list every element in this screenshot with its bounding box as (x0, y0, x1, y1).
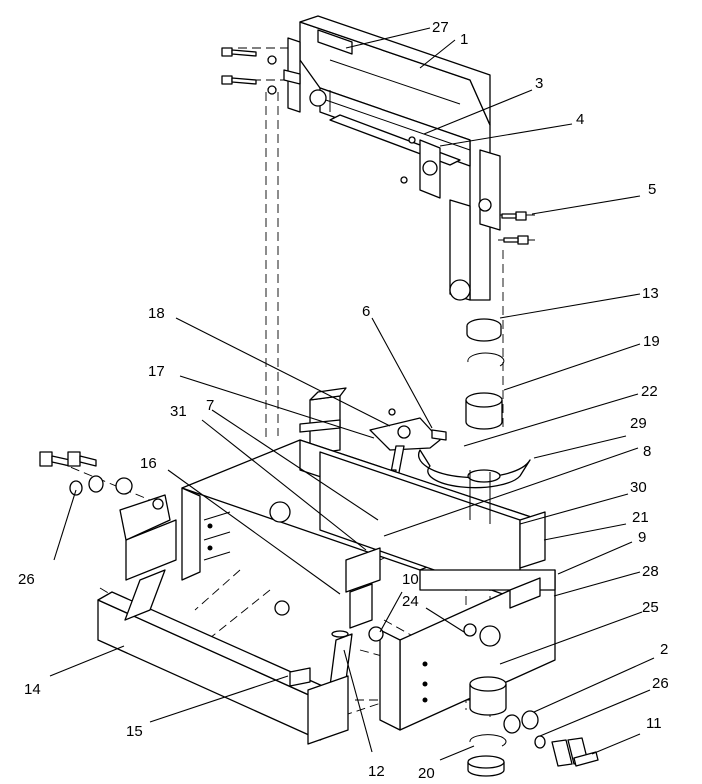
callout-labels: 27 1 3 4 5 13 18 6 19 17 22 31 7 29 16 8… (18, 19, 669, 782)
callout-17: 17 (148, 363, 165, 380)
callout-6: 6 (362, 303, 370, 320)
callout-2: 2 (660, 641, 668, 658)
callout-26-left: 26 (18, 571, 35, 588)
callout-10: 10 (402, 571, 419, 588)
carrier-frame (283, 15, 501, 301)
callout-11: 11 (646, 715, 662, 732)
callout-25: 25 (642, 599, 659, 616)
bushing-stack-lower (368, 626, 599, 777)
bolt-group-right (400, 136, 529, 245)
bushing-stack-upper (465, 318, 505, 430)
callout-14: 14 (24, 681, 41, 698)
callout-21: 21 (632, 509, 649, 526)
callout-27: 27 (432, 19, 449, 36)
callout-3: 3 (535, 75, 543, 92)
callout-9: 9 (638, 529, 646, 546)
callout-13: 13 (642, 285, 659, 302)
callout-18: 18 (148, 305, 165, 322)
main-hitch-frame (181, 439, 556, 731)
lift-tube-assembly (97, 494, 381, 745)
callout-4: 4 (576, 111, 584, 128)
callout-16: 16 (140, 455, 157, 472)
bolt-group-left (39, 451, 290, 616)
callout-1: 1 (460, 31, 468, 48)
callout-5: 5 (648, 181, 656, 198)
callout-15: 15 (126, 723, 143, 740)
callout-12: 12 (368, 763, 385, 780)
bolt-group-top-left (221, 47, 277, 95)
leader-lines (49, 27, 655, 761)
callout-28: 28 (642, 563, 659, 580)
callout-26-right: 26 (652, 675, 669, 692)
callout-8: 8 (643, 443, 651, 460)
callout-20: 20 (418, 765, 435, 782)
callout-30: 30 (630, 479, 647, 496)
callout-19: 19 (643, 333, 660, 350)
callout-22: 22 (641, 383, 658, 400)
callout-7: 7 (206, 397, 214, 414)
callout-31: 31 (170, 403, 187, 420)
callout-24: 24 (402, 593, 419, 610)
callout-29: 29 (630, 415, 647, 432)
